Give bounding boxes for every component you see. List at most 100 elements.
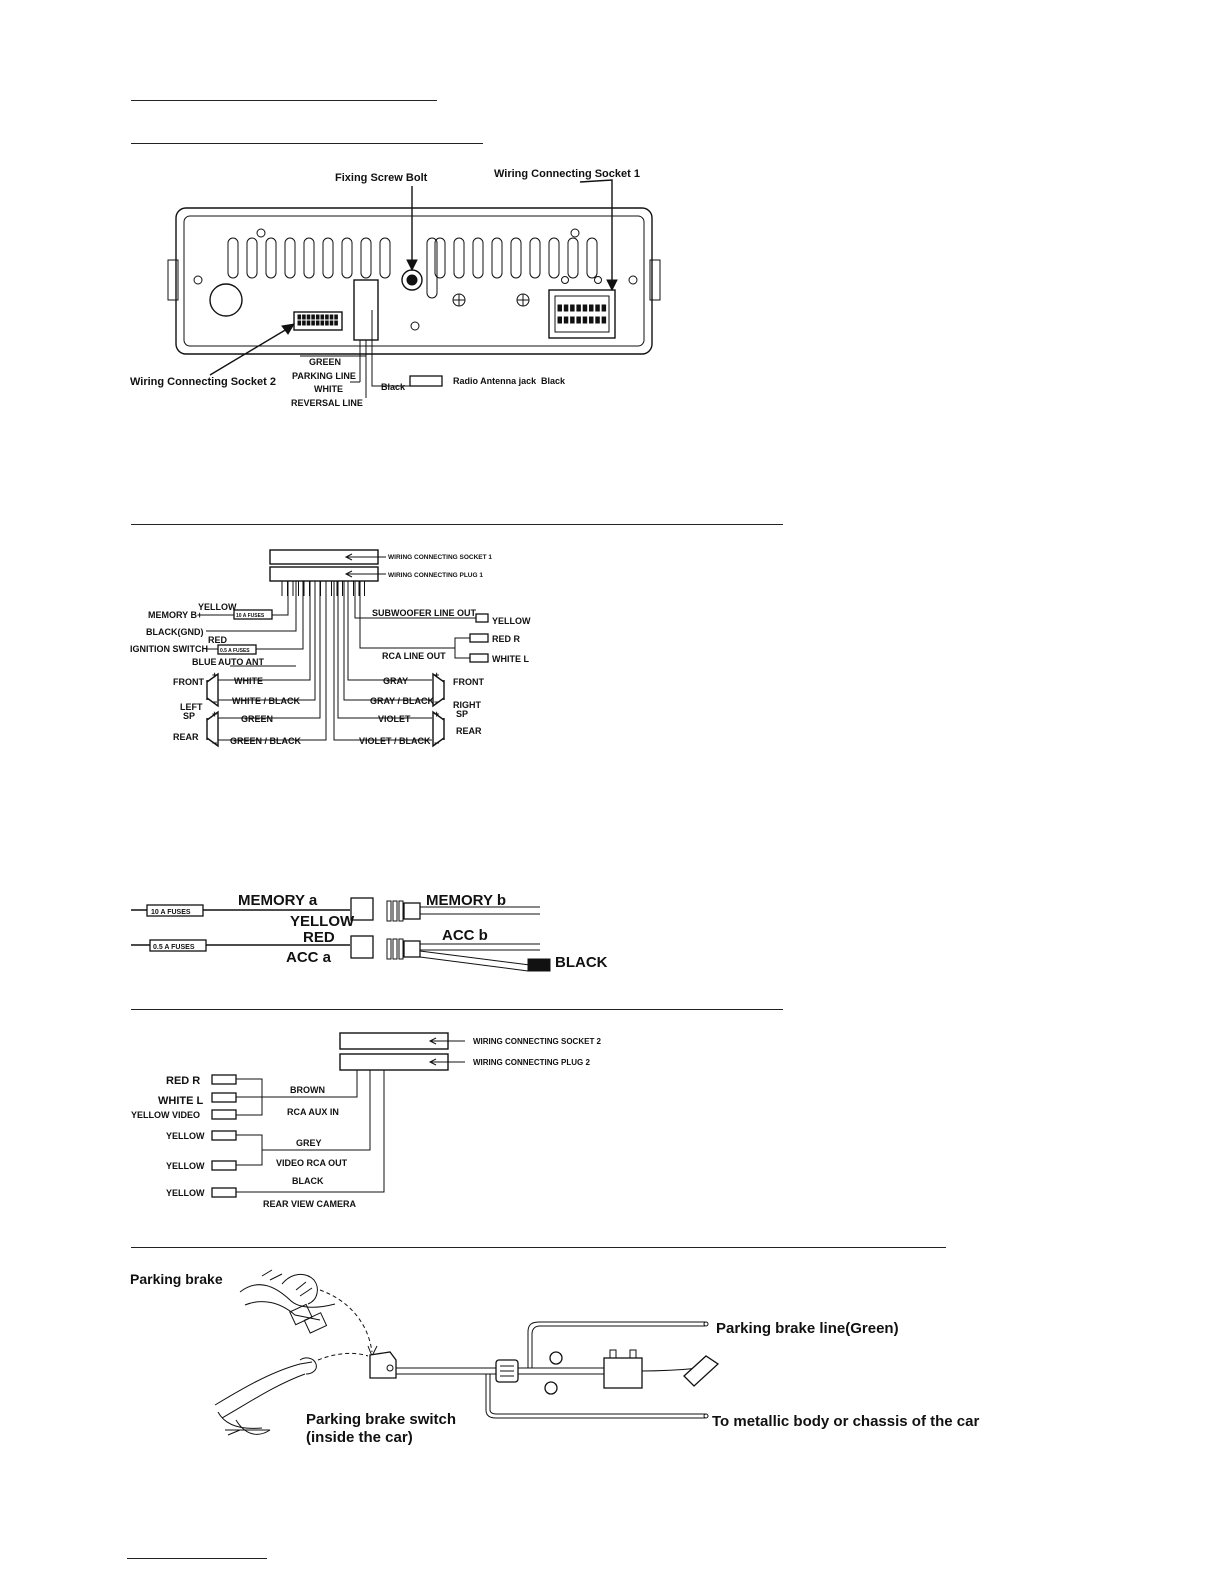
socket1-pin	[563, 316, 569, 324]
socket2-label: Wiring Connecting Socket 2	[130, 376, 276, 388]
rule-top-1	[131, 100, 437, 101]
p1-right-sp-1: RIGHT	[453, 700, 482, 710]
socket1-pin	[595, 304, 600, 312]
socket1-pin	[589, 304, 594, 312]
p2-rear-view-camera-label: REAR VIEW CAMERA	[263, 1199, 357, 1209]
socket2-pin	[311, 320, 315, 326]
socket1-label: Wiring Connecting Socket 1	[494, 168, 640, 180]
ma-black-label: BLACK	[555, 954, 608, 971]
p1-red-r-label: RED R	[492, 634, 521, 644]
ma-fuse10-label: 10 A FUSES	[151, 909, 191, 916]
socket1-pin	[601, 304, 607, 312]
p1-white-black-label: WHITE / BLACK	[232, 696, 300, 706]
white-label: WHITE	[314, 384, 343, 394]
plug1-wiring-diagram: WIRING CONNECTING SOCKET 1 WIRING CONNEC…	[130, 549, 531, 748]
p1-gray-black-label: GRAY / BLACK	[370, 696, 435, 706]
socket2-pin	[325, 320, 329, 326]
p1-auto-ant-label: AUTO ANT	[218, 657, 265, 667]
socket1-pin	[557, 316, 562, 324]
p1-minus-4: −	[434, 738, 439, 748]
memory-acc-diagram: 10 A FUSES MEMORY a YELLOW MEMORY b 0.5 …	[131, 892, 608, 972]
p1-left-sp-2: SP	[183, 711, 195, 721]
p1-memory-label: MEMORY B+	[148, 610, 202, 620]
p1-white-l-label: WHITE L	[492, 654, 529, 664]
p1-plus-1: +	[212, 670, 217, 680]
p1-minus-2: −	[212, 738, 217, 748]
black-label-2: Black	[541, 376, 566, 386]
socket2-pin	[325, 314, 329, 320]
vent-slot	[360, 237, 372, 279]
p2-black-label: BLACK	[292, 1176, 324, 1186]
radio-antenna-jack-label: Radio Antenna jack	[453, 376, 537, 386]
inside-car-label: (inside the car)	[306, 1429, 413, 1446]
reversal-line-label: REVERSAL LINE	[291, 398, 363, 408]
p1-red-label: RED	[208, 635, 228, 645]
rule-section-4	[131, 1009, 783, 1010]
brake-pedal-sketch	[239, 1269, 336, 1334]
rear-panel-diagram: Fixing Screw Bolt Wiring Connecting Sock…	[130, 168, 661, 408]
vent-slot	[453, 237, 465, 279]
p2-red-r-label: RED R	[166, 1075, 200, 1087]
vent-slot	[548, 237, 560, 279]
vent-slot	[567, 237, 579, 279]
ma-memory-a-label: MEMORY a	[238, 892, 318, 909]
p2-yellow-video-label: YELLOW VIDEO	[131, 1110, 200, 1120]
p1-rear-left-label: REAR	[173, 732, 199, 742]
p2-yellow1-label: YELLOW	[166, 1131, 205, 1141]
green-label: GREEN	[309, 357, 341, 367]
vent-slot	[322, 237, 334, 279]
p1-green-label: GREEN	[241, 714, 273, 724]
vent-slot	[472, 237, 484, 279]
p2-video-rca-out-label: VIDEO RCA OUT	[276, 1158, 348, 1168]
socket2-pin	[334, 314, 338, 320]
vent-slot	[227, 237, 239, 279]
vent-slot	[341, 237, 353, 279]
p1-rear-right-label: REAR	[456, 726, 482, 736]
ma-acc-b-label: ACC b	[442, 927, 488, 944]
vent-slot	[246, 237, 258, 279]
ma-fuse05-label: 0.5 A FUSES	[153, 944, 195, 951]
p1-sub-out-label: SUBWOOFER LINE OUT	[372, 608, 476, 618]
rule-section-2	[131, 524, 783, 525]
rule-top-2	[131, 143, 483, 144]
parking-brake-diagram: Parking brake Parking brake line(Green) …	[130, 1269, 979, 1446]
p2-socket2-label: WIRING CONNECTING SOCKET 2	[473, 1037, 602, 1046]
socket1-pin	[557, 304, 562, 312]
fixing-screw-bolt-label: Fixing Screw Bolt	[335, 172, 428, 184]
p2-yellow2-label: YELLOW	[166, 1161, 205, 1171]
chassis-label: To metallic body or chassis of the car	[712, 1413, 979, 1430]
p1-front-left-label: FRONT	[173, 677, 204, 687]
socket2-pin	[297, 320, 302, 326]
p1-right-sp-2: SP	[456, 709, 468, 719]
vent-slots	[227, 237, 598, 299]
parking-brake-switch-label: Parking brake switch	[306, 1411, 456, 1428]
socket1-pin	[576, 304, 581, 312]
socket2-pin	[315, 320, 320, 326]
p1-minus-3: −	[434, 697, 439, 707]
p1-rca-line-out-label: RCA LINE OUT	[382, 651, 446, 661]
vent-slot	[379, 237, 391, 279]
ma-red-label: RED	[303, 929, 335, 946]
p2-yellow3-label: YELLOW	[166, 1188, 205, 1198]
plug2-wiring-diagram: WIRING CONNECTING SOCKET 2 WIRING CONNEC…	[131, 1032, 602, 1209]
socket1-pin	[589, 316, 594, 324]
socket2-pin	[320, 320, 325, 326]
p1-plus-3: +	[434, 670, 439, 680]
parking-brake-line-label: Parking brake line(Green)	[716, 1320, 899, 1337]
vent-slot	[284, 237, 296, 279]
socket2-pin	[315, 314, 320, 320]
socket2-pin	[329, 314, 334, 320]
p1-socket1-label: WIRING CONNECTING SOCKET 1	[388, 554, 492, 561]
socket2-pin	[311, 314, 315, 320]
p1-ignition-label: IGNITION SWITCH	[130, 644, 208, 654]
p2-brown-label: BROWN	[290, 1085, 325, 1095]
black-label: Black	[381, 382, 406, 392]
socket1-pin	[570, 304, 575, 312]
vent-slot	[265, 237, 277, 279]
p1-fuse10-label: 10 A FUSES	[236, 613, 265, 619]
socket2-pin	[297, 314, 302, 320]
socket2-pin	[302, 314, 306, 320]
p1-violet-label: VIOLET	[378, 714, 411, 724]
ma-acc-a-label: ACC a	[286, 949, 332, 966]
socket2-pin	[306, 314, 311, 320]
